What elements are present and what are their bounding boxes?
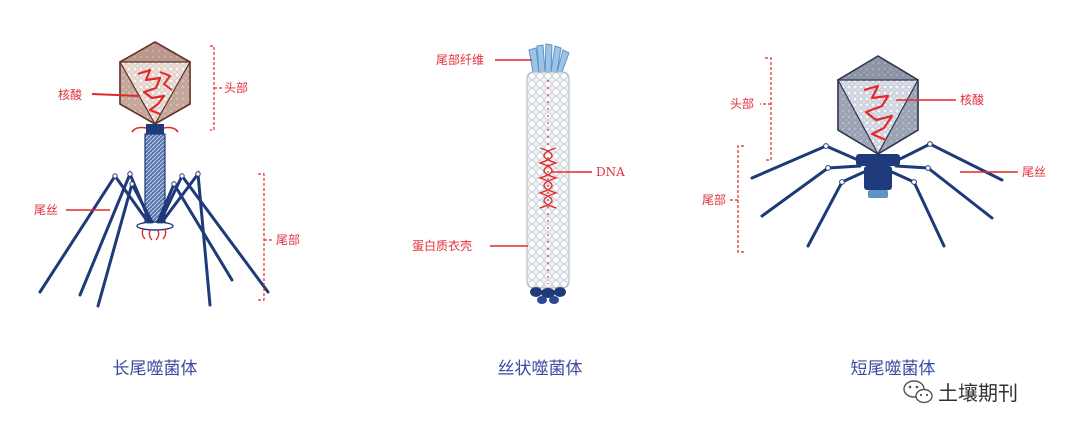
short-tail-label-tail: 尾部 bbox=[702, 192, 726, 207]
short-tail-tip bbox=[868, 190, 888, 198]
short-tail-body bbox=[864, 166, 892, 190]
long-tail-label-fiber: 尾丝 bbox=[34, 203, 58, 217]
short-tail-label-nucleic: 核酸 bbox=[960, 92, 984, 107]
wechat-icon bbox=[903, 380, 933, 404]
filamentous-caption: 丝状噬菌体 bbox=[498, 359, 583, 379]
long-tail-head bbox=[118, 41, 192, 126]
short-tail-head bbox=[836, 55, 920, 156]
short-tail-collar bbox=[856, 154, 900, 166]
long-tail-label-nucleic: 核酸 bbox=[58, 87, 82, 102]
long-tail-head-bracket bbox=[210, 45, 222, 131]
filament-label-fiber: 尾部纤维 bbox=[436, 52, 484, 67]
short-tail-head-bracket bbox=[760, 57, 772, 161]
short-tail-label-head: 头部 bbox=[730, 96, 754, 111]
filament-label-dna: DNA bbox=[596, 165, 625, 179]
long-tail-label-tail: 尾部 bbox=[276, 232, 300, 247]
short-tail-nucleic-acid bbox=[863, 84, 894, 142]
long-tail-nucleic-acid bbox=[137, 68, 166, 116]
filament-label-coat: 蛋白质衣壳 bbox=[412, 238, 472, 253]
filament-dna-helix bbox=[537, 147, 559, 209]
watermark-text: 土壤期刊 bbox=[938, 381, 1018, 405]
long-tail-label-head: 头部 bbox=[224, 80, 248, 95]
filament-bottom-cap bbox=[530, 287, 566, 304]
long-tail-caption: 长尾噬菌体 bbox=[113, 359, 198, 379]
short-tail-caption: 短尾噬菌体 bbox=[851, 359, 936, 379]
long-tail-collar bbox=[146, 124, 164, 134]
long-tail-baseplate bbox=[136, 221, 174, 231]
filamentous-phage: 尾部纤维 DNA 蛋白质衣壳 丝状噬菌体 bbox=[412, 43, 625, 379]
short-tail-tail-bracket bbox=[730, 145, 744, 253]
long-tail-nucleic-leader bbox=[91, 93, 141, 97]
short-tail-phage: 头部 核酸 尾部 尾丝 短尾噬菌体 bbox=[702, 55, 1046, 379]
filament-tip-fibers bbox=[528, 43, 570, 73]
long-tail-phage: 核酸 头部 尾丝 尾部 长尾噬菌体 bbox=[34, 41, 300, 379]
watermark: 土壤期刊 bbox=[903, 380, 1018, 405]
long-tail-tail-bracket bbox=[258, 173, 272, 301]
short-tail-label-fiber: 尾丝 bbox=[1022, 165, 1046, 179]
